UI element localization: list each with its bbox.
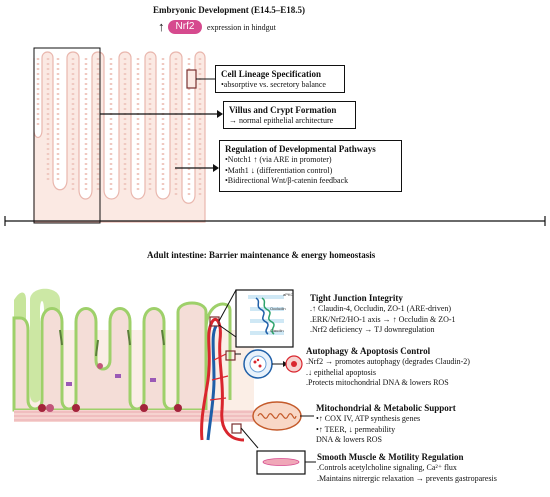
pathways-line-2: •Math1 ↓ (differentiation control) bbox=[225, 165, 333, 175]
autophagy-line-1: .Nrf2 → promotes autophagy (degrades Cla… bbox=[306, 357, 470, 366]
tj-label-apkc: aPKC bbox=[283, 292, 294, 297]
autophagy-line-3: .Protects mitochondrial DNA & lowers ROS bbox=[306, 378, 449, 387]
pathways-box: Regulation of Developmental Pathways •No… bbox=[219, 140, 402, 192]
mito-title: Mitochondrial & Metabolic Support bbox=[316, 403, 456, 413]
tj-line-3: .Nrf2 deficiency → TJ downregulation bbox=[310, 325, 435, 334]
pathways-line-3: •Bidirectional Wnt/β-catenin feedback bbox=[225, 176, 349, 185]
lineage-title: Cell Lineage Specification bbox=[221, 69, 321, 79]
tj-line-1: .↑ Claudin-4, Occludin, ZO-1 (ARE-driven… bbox=[310, 304, 452, 313]
embryonic-villi bbox=[33, 51, 206, 223]
up-arrow-icon: ↑ bbox=[158, 19, 165, 34]
smooth-muscle-section: Smooth Muscle & Motility Regulation .Con… bbox=[317, 452, 547, 484]
tight-junction-inset bbox=[235, 289, 294, 348]
mito-line-3: DNA & lowers ROS bbox=[316, 435, 383, 444]
mitochondrion-inset bbox=[252, 401, 302, 431]
expression-text: expression in hindgut bbox=[207, 23, 276, 32]
tj-line-2: .ERK/Nrf2/HO-1 axis → ↑ Occludin & ZO-1 bbox=[310, 314, 456, 324]
adult-title: Adult intestine: Barrier maintenance & e… bbox=[147, 250, 376, 260]
tj-label-claudin: Claudin bbox=[270, 328, 284, 333]
villus-box: Villus and Crypt Formation → normal epit… bbox=[223, 101, 356, 129]
embryonic-title: Embryonic Development (E14.5–E18.5) bbox=[153, 5, 305, 15]
adult-intestine bbox=[12, 288, 254, 422]
lineage-box: Cell Lineage Specification •absorptive v… bbox=[215, 65, 345, 93]
lineage-line: •absorptive vs. secretory balance bbox=[221, 80, 326, 89]
tj-title: Tight Junction Integrity bbox=[310, 293, 403, 303]
pathways-line-1: •Notch1 ↑ (via ARE in promoter) bbox=[225, 155, 332, 164]
mitochondrial-section: Mitochondrial & Metabolic Support •↑ COX… bbox=[316, 403, 541, 446]
nrf2-badge: Nrf2 bbox=[168, 20, 202, 34]
crypt-highlight-frame bbox=[33, 47, 101, 224]
villus-line: → normal epithelial architecture bbox=[229, 116, 334, 125]
autophagy-line-2: .↓ epithelial apoptosis bbox=[306, 367, 376, 377]
muscle-line-2: .Maintains nitrergic relaxation → preven… bbox=[317, 473, 497, 483]
pathways-title: Regulation of Developmental Pathways bbox=[225, 144, 376, 154]
lineage-inset-marker bbox=[186, 69, 197, 89]
autophagy-section: Autophagy & Apoptosis Control .Nrf2 → pr… bbox=[306, 346, 546, 389]
mito-line-1: •↑ COX IV, ATP synthesis genes bbox=[316, 414, 421, 423]
autophagy-title: Autophagy & Apoptosis Control bbox=[306, 346, 431, 356]
muscle-title: Smooth Muscle & Motility Regulation bbox=[317, 452, 464, 462]
tj-label-occludin: Occludin bbox=[270, 306, 286, 311]
tight-junction-section: Tight Junction Integrity .↑ Claudin-4, O… bbox=[310, 293, 545, 336]
muscle-line-1: .Controls acetylcholine signaling, Ca²⁺ … bbox=[317, 463, 457, 472]
villus-title: Villus and Crypt Formation bbox=[229, 105, 337, 115]
mito-line-2: •↑ TEER, ↓ permeability bbox=[316, 424, 396, 434]
